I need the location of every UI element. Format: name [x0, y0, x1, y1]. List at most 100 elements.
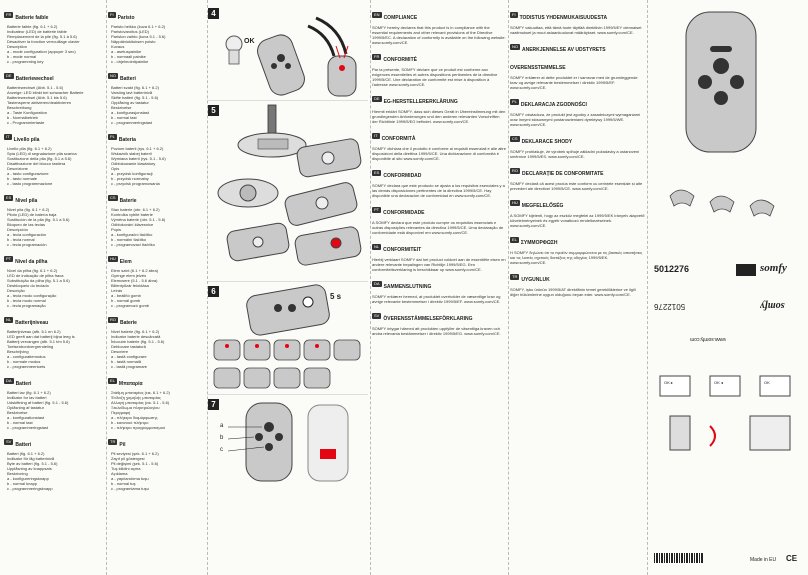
language-flag: FI [510, 11, 518, 18]
compliance-text: SOMFY erklærer at dette produktet er i s… [510, 75, 638, 90]
figure-7: 7 a b c [208, 397, 368, 485]
instruction-step: Batteri lav (fig. 6.1 + 6.2) [7, 390, 51, 395]
figure-number: 4 [208, 8, 219, 19]
fold-line [106, 0, 107, 575]
language-flag: PL [108, 133, 117, 140]
section-title: EG-Herstellererklärung [383, 99, 458, 105]
language-flag: HU [510, 199, 520, 206]
section-title: UYGUNLUK [521, 277, 550, 283]
language-flag: RO [510, 167, 520, 174]
section-title: Elem [119, 259, 132, 265]
instruction-step: a - mode configuration (appuyer 3 sec) [7, 49, 76, 54]
instruction-step: Sustitución de la pila (fig. 5.1 a 5.6) [7, 217, 70, 222]
language-flag: PT [4, 255, 14, 262]
battery-replacement-illustration [217, 104, 362, 266]
instruction-step: Beskrivning [7, 471, 28, 476]
section-title: CONFORMITEIT [383, 247, 422, 253]
instruction-step: a - beállító gomb [111, 293, 141, 298]
made-in-label: Made in EU [750, 557, 777, 563]
instruction-step: a - tastă configurare [111, 354, 147, 359]
instruction-step: Περιγραφή [111, 410, 131, 415]
instruction-step: Odblokowanie klawiatury [111, 161, 156, 166]
section-title: Μπαταρία [118, 381, 143, 387]
instruction-step: Stav baterie (obr. 6.1 + 6.2) [111, 207, 160, 212]
language-flag: SV [372, 312, 382, 319]
language-flag: IT [4, 133, 12, 140]
instruction-step: Ένδειξη χαμηλής μπαταρίας [111, 395, 161, 400]
section-title: DEKLARACE SHODY [521, 139, 573, 145]
instruction-step: LED de indicação de pilha fraca [7, 273, 64, 278]
instruction-step: b - normaali painike [111, 54, 146, 59]
instruction-step: Kontrolka vybité baterie [111, 212, 153, 217]
product-number: 5012276 [654, 264, 690, 274]
compliance-text: A SOMFY declara que este produto cumpre … [372, 220, 504, 235]
instruction-step: Batteriewechsel (Abb. 5.1 - 5.6) [7, 85, 64, 90]
legend-item: OK ▸ [664, 380, 673, 385]
compliance-section: NOANERKJENNELSE AV UDSTYRETS OVERENSSTEM… [510, 38, 645, 90]
instruction-step: a - tasto configurazione [7, 171, 49, 176]
language-flag: FR [372, 53, 382, 60]
section-title: Paristo [117, 15, 135, 21]
instruction-step: b - tasto normale [7, 176, 38, 181]
instruction-step: a - tecla modo configuração [7, 293, 57, 298]
instruction-step: b - normal tast [111, 115, 137, 120]
instruction-step: b - normal tuş [111, 481, 136, 486]
compliance-text: SOMFY, işbu ürünün 1999/5/AT direktifini… [510, 287, 636, 297]
callout-b: b [220, 435, 224, 441]
instruction-step: Tuş kilidini açma [111, 466, 141, 471]
instruction-step: b - normal tast [7, 420, 33, 425]
instruction-step: Näppäinlukituksen poisto [111, 39, 156, 44]
instruction-step: Odblokování klávesnice [111, 222, 154, 227]
instruction-step: c - Programmiertaste [7, 120, 45, 125]
instruction-step: b - normál gomb [111, 298, 141, 303]
compliance-text: SOMFY hereby declares that this product … [372, 25, 506, 45]
compliance-text: SOMFY declară că acest produs este confo… [510, 181, 643, 191]
ce-mark: CE [786, 554, 798, 563]
compliance-text: SOMFY declara que este producto se ajust… [372, 183, 505, 198]
instruction-step: a - yapılandırma tuşu [111, 476, 149, 481]
section-title: CONFORMIDAD [383, 173, 422, 179]
instruction-step: Opplåsing av tastatur [111, 100, 149, 105]
instruction-step: Výměna baterie (obr. 5.1 - 5.6) [111, 217, 166, 222]
remote-control-illustration [669, 11, 775, 217]
instruction-step: b - normální tlačítko [111, 237, 147, 242]
fold-line [370, 0, 371, 575]
section-title: ÖVERENSSTÄMMELSEFÖRKLARING [383, 316, 473, 322]
compliance-section: DEEG-HerstellererklärungHiermit erklärt … [372, 90, 506, 124]
instruction-step: a - tecla configuración [7, 232, 47, 237]
instruction-step: c - programmeringstast [111, 120, 153, 125]
instruction-step: Zayıf pil göstergesi [111, 456, 145, 461]
instruction-step: Gyenge elem jelzés [111, 273, 147, 278]
instruction-step: c - programovací tlačítko [111, 242, 155, 247]
figure-4: 4 OK [208, 6, 368, 101]
instruction-step: Wskaźnik słabej baterii [111, 151, 152, 156]
instruction-step: Désactiver la fonction verrouillage clav… [7, 39, 80, 44]
instruction-step: Paristo heikko (kuva 6.1 + 6.2) [111, 24, 166, 29]
instruction-step: Açıklama [111, 471, 128, 476]
instruction-step: Tastensperre aktivieren/deaktivieren [7, 100, 72, 105]
keypad-description-illustration [227, 402, 349, 482]
language-flag: NO [108, 72, 118, 79]
instruction-step: Descrição [7, 288, 25, 293]
language-flag: PT [372, 206, 382, 213]
instruction-step: b - tecla normal [7, 237, 35, 242]
instruction-step: Beschreibung [7, 105, 32, 110]
section-title: Batterie faible [15, 15, 49, 21]
section-title: SAMMENSLUTNING [383, 284, 432, 290]
section-title: CONFORMITÀ [381, 136, 416, 142]
compliance-text: SOMFY erklærer hermed, at produktet over… [372, 294, 501, 304]
figure-5: 5 [208, 103, 368, 282]
